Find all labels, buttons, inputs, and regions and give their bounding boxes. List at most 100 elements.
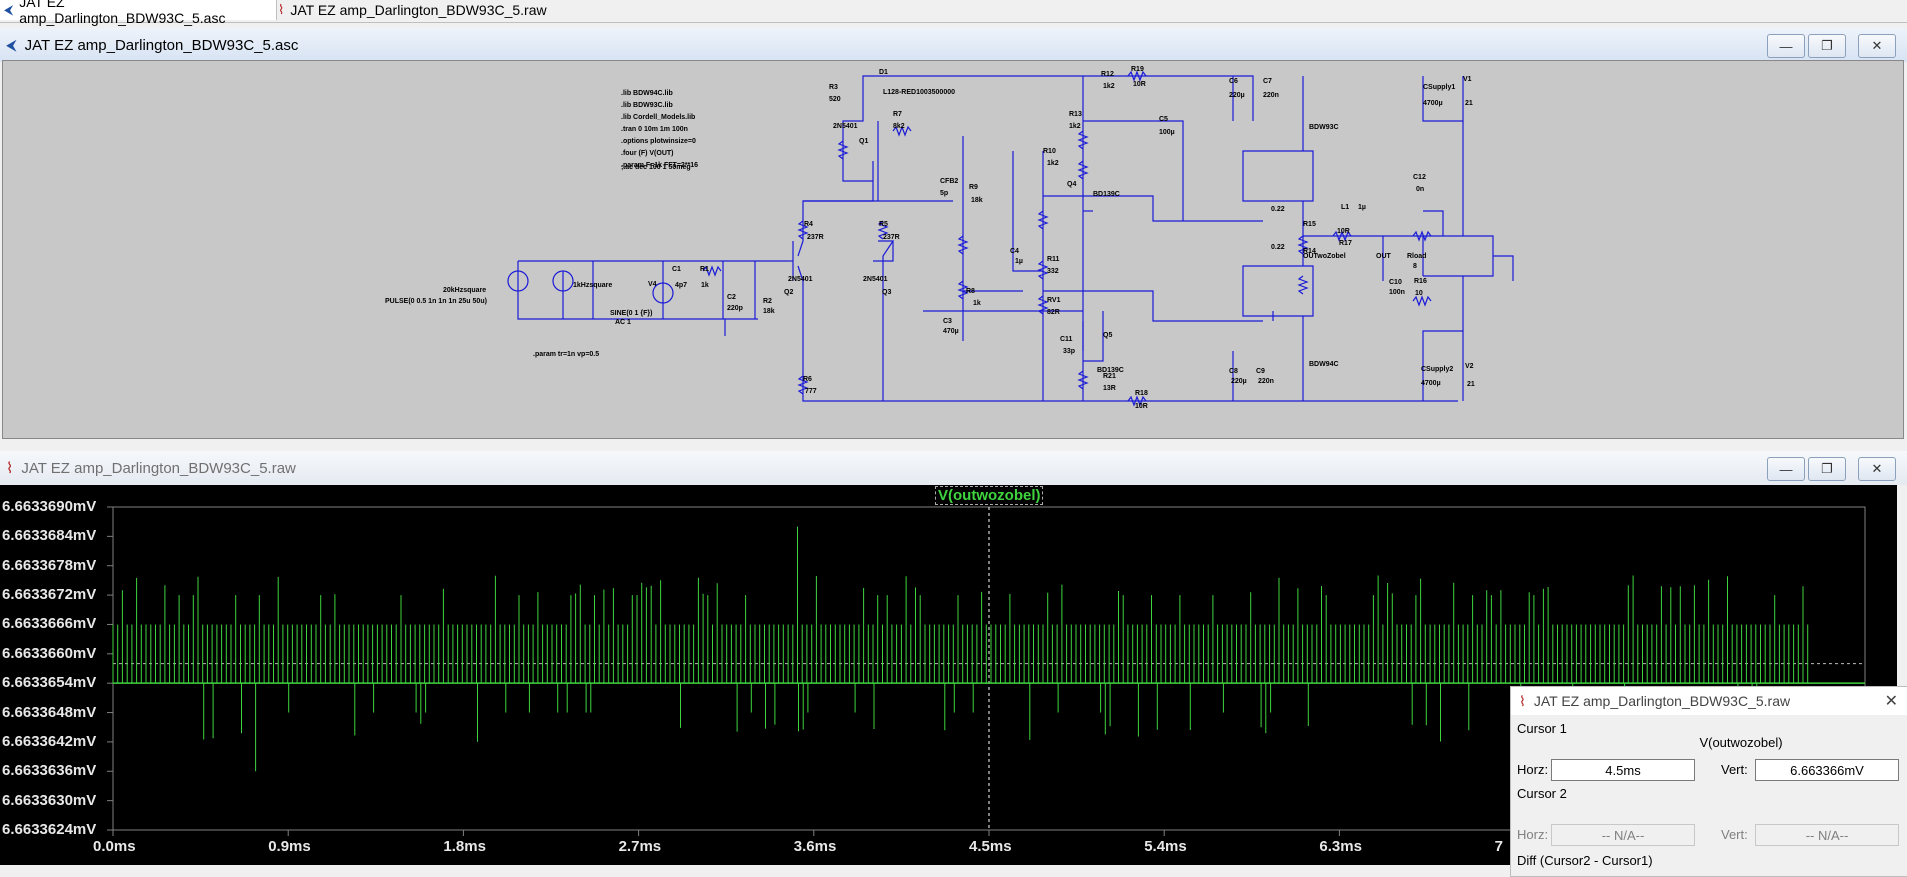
component-label: R18	[1135, 390, 1148, 397]
component-label: RV1	[1047, 297, 1061, 304]
maximize-icon: ❐	[1821, 38, 1833, 53]
component-label: 220n	[1263, 92, 1279, 99]
component-label: V2	[1465, 363, 1474, 370]
waveform-plot[interactable]	[0, 485, 1897, 865]
y-tick-label: 6.6633636mV	[2, 762, 97, 780]
component-label: BD139C	[1097, 367, 1124, 374]
close-icon: ✕	[1871, 461, 1883, 476]
y-tick-label: 6.6633624mV	[2, 821, 97, 838]
waveform-icon: ⌇	[1519, 692, 1526, 709]
cursor-panel-titlebar: ⌇ JAT EZ amp_Darlington_BDW93C_5.raw ✕	[1511, 687, 1907, 715]
cursor2-vert-label: Vert:	[1721, 827, 1748, 842]
component-label: C12	[1413, 174, 1426, 181]
component-label: V4	[648, 281, 657, 288]
component-label: R1	[700, 266, 709, 273]
component-label: 777	[805, 388, 817, 395]
component-label: Q5	[1103, 332, 1112, 339]
component-label: R14	[1303, 248, 1316, 255]
component-label: 1µ	[1358, 204, 1366, 211]
y-tick-label: 6.6633630mV	[2, 791, 97, 809]
component-label: 220µ	[1231, 378, 1247, 385]
component-label: R4	[804, 221, 813, 228]
component-label: 520	[829, 96, 841, 103]
close-icon[interactable]: ✕	[1884, 693, 1898, 710]
component-label: 332	[1047, 268, 1059, 275]
schematic-titlebar: ⮜ JAT EZ amp_Darlington_BDW93C_5.asc	[0, 28, 1907, 62]
schematic-drawing: .lib BDW94C.lib.lib BDW93C.lib.lib Corde…	[385, 66, 1514, 410]
cursor1-vert-label: Vert:	[1721, 762, 1748, 777]
component-label: R10	[1043, 148, 1056, 155]
waveform-icon: ⌇	[278, 2, 285, 17]
component-label: 4700µ	[1421, 380, 1441, 387]
y-tick-label: 6.6633642mV	[2, 732, 97, 750]
component-label: R21	[1103, 373, 1116, 380]
component-label: C11	[1060, 336, 1073, 343]
cursor1-horz-field[interactable]: 4.5ms	[1551, 759, 1695, 781]
y-tick-label: 6.6633684mV	[2, 527, 97, 545]
x-tick-label: 6.3ms	[1319, 838, 1362, 855]
component-label: C9	[1256, 368, 1265, 375]
spice-directive: .tran 0 10m 1m 100n	[621, 126, 688, 133]
component-label: CSupply2	[1421, 366, 1453, 373]
component-label: 100n	[1389, 289, 1405, 296]
component-label: L1	[1341, 204, 1349, 211]
component-label: C8	[1229, 368, 1238, 375]
plot-minimize-button[interactable]: —	[1767, 457, 1805, 481]
cursor2-vert-field[interactable]: -- N/A--	[1755, 824, 1899, 846]
schematic-minimize-button[interactable]: —	[1767, 34, 1805, 58]
component-label: 220n	[1258, 378, 1274, 385]
component-label: 5p	[940, 190, 948, 197]
component-label: 10R	[1133, 81, 1146, 88]
component-label: 21	[1467, 381, 1475, 388]
component-label: Q4	[1067, 181, 1076, 188]
schematic-close-button[interactable]: ✕	[1858, 34, 1896, 58]
component-label: 1k2	[1103, 83, 1115, 90]
component-label: 2N5401	[788, 276, 813, 283]
schematic-maximize-button[interactable]: ❐	[1808, 34, 1846, 58]
minimize-icon: —	[1779, 38, 1793, 54]
component-label: 1k	[701, 282, 709, 289]
cursor1-vert-field[interactable]: 6.663366mV	[1755, 759, 1899, 781]
tab-schematic[interactable]: ⮜ JAT EZ amp_Darlington_BDW93C_5.asc	[0, 0, 277, 26]
maximize-icon: ❐	[1821, 461, 1833, 476]
component-label: 1k2	[1069, 123, 1081, 130]
x-tick-label: 0.0ms	[93, 838, 136, 855]
component-label: R16	[1414, 278, 1427, 285]
tab-waveform[interactable]: ⌇ JAT EZ amp_Darlington_BDW93C_5.raw	[274, 0, 562, 20]
schematic-canvas[interactable]: .lib BDW94C.lib.lib BDW93C.lib.lib Corde…	[2, 60, 1904, 439]
component-label: R2	[763, 298, 772, 305]
component-label: 0.22	[1271, 244, 1285, 251]
component-label: 8	[1413, 263, 1417, 270]
y-tick-label: 6.6633654mV	[2, 674, 97, 692]
component-label: R19	[1131, 66, 1144, 73]
component-label: 470µ	[943, 328, 959, 335]
y-tick-label: 6.6633660mV	[2, 644, 97, 662]
waveform-icon: ⌇	[6, 460, 14, 477]
component-label: C7	[1263, 78, 1272, 85]
y-tick-label: 6.6633690mV	[2, 498, 97, 515]
component-label: R15	[1303, 221, 1316, 228]
component-label: C6	[1229, 78, 1238, 85]
component-label: R11	[1047, 256, 1060, 263]
component-label: R3	[829, 84, 838, 91]
component-label: 10R	[1337, 228, 1350, 235]
cursor2-horz-field[interactable]: -- N/A--	[1551, 824, 1695, 846]
component-label: C5	[1159, 116, 1168, 123]
component-label: Q1	[859, 138, 868, 145]
component-label: C3	[943, 318, 952, 325]
cursor-panel-title: JAT EZ amp_Darlington_BDW93C_5.raw	[1533, 693, 1791, 709]
component-label: 10R	[1135, 403, 1148, 410]
y-tick-label: 6.6633678mV	[2, 556, 97, 574]
x-tick-label: 0.9ms	[268, 838, 311, 855]
spice-directive: .lib BDW93C.lib	[621, 102, 673, 109]
component-label: R17	[1339, 240, 1352, 247]
component-label: 237R	[807, 234, 824, 241]
plot-maximize-button[interactable]: ❐	[1808, 457, 1846, 481]
source-value: SINE(0 1 {F})	[610, 310, 652, 317]
source-value: AC 1	[615, 319, 631, 326]
source-value: PULSE(0 0.5 1n 1n 1n 25u 50u)	[385, 298, 487, 305]
schematic-icon: ⮜	[4, 2, 14, 17]
trace-label[interactable]: V(outwozobel)	[935, 486, 1044, 505]
component-label: OUTwoZobel	[1303, 253, 1346, 260]
plot-close-button[interactable]: ✕	[1858, 457, 1896, 481]
